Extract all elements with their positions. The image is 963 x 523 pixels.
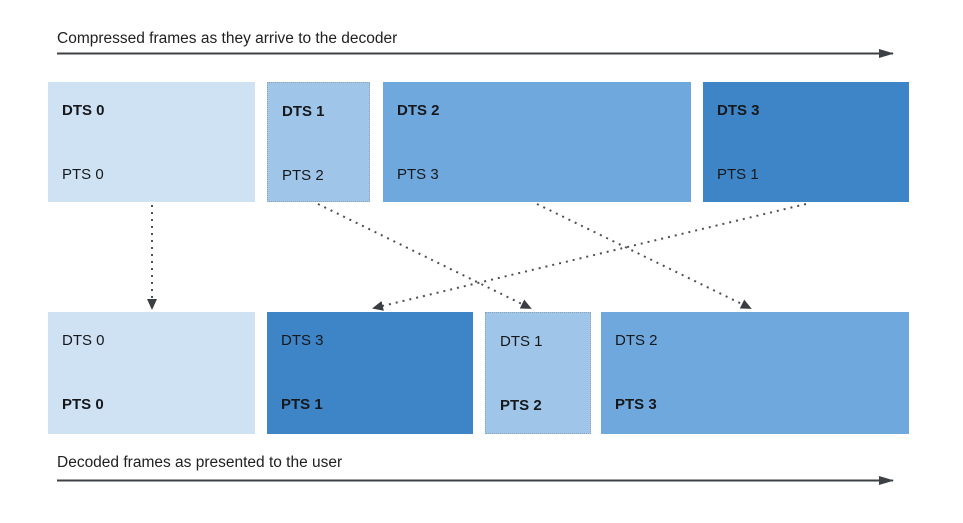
connector-arrow-dts2-to-pts3 bbox=[536, 203, 752, 309]
dts-label: DTS 3 bbox=[281, 332, 324, 349]
decoded-frame-pts2: DTS 1 PTS 2 bbox=[485, 312, 591, 434]
bottom-timeline-label: Decoded frames as presented to the user bbox=[57, 454, 343, 471]
decoded-frame-pts0: DTS 0 PTS 0 bbox=[48, 312, 255, 434]
dts-label: DTS 3 bbox=[717, 102, 760, 119]
pts-label: PTS 0 bbox=[62, 166, 104, 183]
decoded-frame-pts3: DTS 2 PTS 3 bbox=[601, 312, 909, 434]
dts-label: DTS 2 bbox=[397, 102, 440, 119]
pts-label: PTS 3 bbox=[397, 166, 439, 183]
pts-label: PTS 1 bbox=[281, 396, 323, 413]
dts-label: DTS 0 bbox=[62, 102, 105, 119]
compressed-frame-dts1: DTS 1 PTS 2 bbox=[267, 82, 370, 202]
decoded-frame-pts1: DTS 3 PTS 1 bbox=[267, 312, 473, 434]
compressed-frame-dts3: DTS 3 PTS 1 bbox=[703, 82, 909, 202]
pts-label: PTS 1 bbox=[717, 166, 759, 183]
dts-label: DTS 2 bbox=[615, 332, 658, 349]
connector-arrow-dts1-to-pts2 bbox=[317, 203, 532, 309]
dts-label: DTS 1 bbox=[500, 333, 543, 350]
pts-label: PTS 0 bbox=[62, 396, 104, 413]
dts-label: DTS 0 bbox=[62, 332, 105, 349]
compressed-frame-dts2: DTS 2 PTS 3 bbox=[383, 82, 691, 202]
dts-label: DTS 1 bbox=[282, 103, 325, 120]
pts-label: PTS 2 bbox=[500, 397, 542, 414]
connector-arrow-dts3-to-pts1 bbox=[372, 203, 807, 311]
top-timeline-label: Compressed frames as they arrive to the … bbox=[57, 30, 398, 47]
pts-label: PTS 2 bbox=[282, 167, 324, 184]
compressed-frame-dts0: DTS 0 PTS 0 bbox=[48, 82, 255, 202]
pts-label: PTS 3 bbox=[615, 396, 657, 413]
